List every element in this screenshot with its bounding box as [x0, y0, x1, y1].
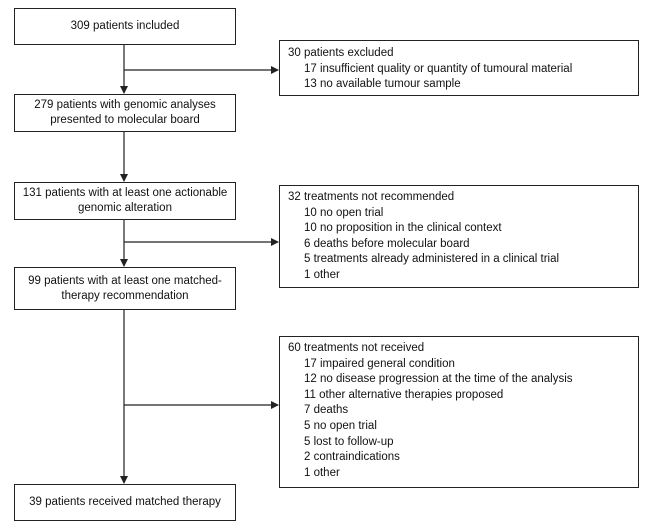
side-box-item: 6 deaths before molecular board	[304, 237, 470, 250]
side-box-item: 10 no proposition in the clinical contex…	[304, 222, 502, 235]
side-box-title: 32 treatments not recommended	[288, 191, 455, 203]
side-box-item: 7 deaths	[304, 404, 349, 417]
side-box-item: 5 lost to follow-up	[304, 435, 394, 448]
step-label: 131 patients with at least one actionabl…	[22, 187, 228, 214]
side-box-item: 12 no disease progression at the time of…	[304, 373, 573, 386]
step-therapy-recommendation: 99 patients with at least one matched- t…	[14, 267, 236, 310]
side-box-title: 30 patients excluded	[288, 47, 394, 59]
side-box-item: 17 insufficient quality or quantity of t…	[304, 62, 573, 75]
side-box-item: 13 no available tumour sample	[304, 78, 461, 91]
step-label: 39 patients received matched therapy	[29, 496, 221, 508]
box-treatments-not-received: 60 treatments not received 17 impaired g…	[279, 336, 639, 488]
step-label: 309 patients included	[70, 20, 180, 32]
side-box-item: 11 other alternative therapies proposed	[304, 388, 504, 401]
box-patients-excluded: 30 patients excluded 17 insufficient qua…	[279, 40, 639, 96]
side-box-item: 1 other	[304, 268, 340, 281]
step-received-therapy: 39 patients received matched therapy	[14, 484, 236, 521]
box-treatments-not-recommended: 32 treatments not recommended 10 no open…	[279, 185, 639, 288]
side-box-item: 1 other	[304, 466, 340, 479]
step-genomic-analyses: 279 patients with genomic analyses prese…	[14, 94, 236, 132]
side-box-title: 60 treatments not received	[288, 342, 425, 354]
side-box-item: 17 impaired general condition	[304, 357, 455, 370]
side-box-item: 10 no open trial	[304, 206, 384, 219]
step-label: 279 patients with genomic analyses prese…	[34, 99, 216, 126]
step-patients-included: 309 patients included	[14, 8, 236, 45]
step-actionable-alteration: 131 patients with at least one actionabl…	[14, 182, 236, 220]
side-box-item: 5 no open trial	[304, 419, 377, 432]
side-box-item: 5 treatments already administered in a c…	[304, 253, 560, 266]
step-label: 99 patients with at least one matched- t…	[28, 274, 222, 302]
side-box-item: 2 contraindications	[304, 451, 400, 464]
